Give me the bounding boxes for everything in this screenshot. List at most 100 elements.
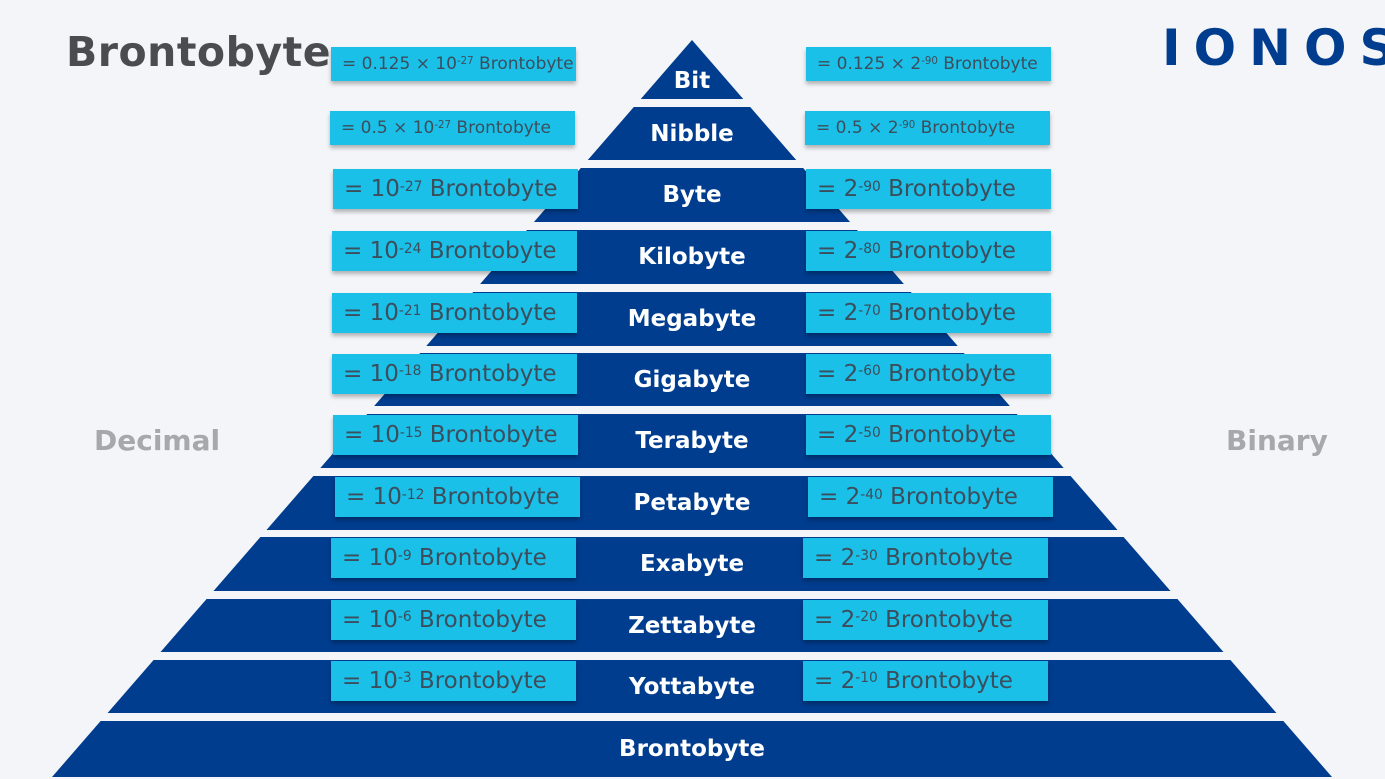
level-label-bit: Bit [673,67,711,94]
level-label-petabyte: Petabyte [633,490,751,516]
binary-box-bit: = 0.125 × 2-90 Brontobyte [806,46,1051,81]
formula-prefix: = 10 [342,667,398,694]
unit: Brontobyte [421,360,557,387]
formula-prefix: = 10 [342,545,398,571]
unit: Brontobyte [880,422,1016,448]
exponent: -40 [860,486,883,503]
exponent: -90 [858,178,881,195]
unit: Brontobyte [915,117,1016,138]
formula-prefix: = 2 [817,422,859,448]
exponent: -24 [398,240,422,257]
formula-prefix: = 2 [814,545,856,571]
formula-prefix: = 10 [343,238,399,264]
formula-prefix: = 2 [819,484,861,510]
exponent: -21 [398,302,422,319]
unit: Brontobyte [411,606,547,633]
level-label-gigabyte: Gigabyte [633,366,751,393]
unit: Brontobyte [411,667,547,694]
decimal-box-kilobyte: = 10-24 Brontobyte [332,231,577,271]
page-title: Brontobyte [66,28,332,76]
level-label-terabyte: Terabyte [635,428,749,454]
exponent: -18 [398,363,422,380]
decimal-box-bit: = 0.125 × 10-27 Brontobyte [331,46,576,81]
band-byte [533,168,851,222]
formula-prefix: = 2 [814,667,856,694]
formula-prefix: = 10 [346,484,402,510]
unit: Brontobyte [422,176,558,202]
exponent: -27 [434,120,452,132]
formula-prefix: = 0.5 × 10 [341,117,435,138]
exponent: -30 [855,547,878,564]
unit: Brontobyte [877,667,1013,694]
binary-box-yottabyte: = 2-10 Brontobyte [803,660,1048,701]
ionos-logo: IONOS [1162,19,1385,77]
unit: Brontobyte [880,176,1016,202]
exponent: -6 [397,609,412,626]
binary-label: Binary [1226,424,1328,457]
binary-box-megabyte: = 2-70 Brontobyte [806,293,1051,333]
unit: Brontobyte [882,484,1018,510]
exponent: -12 [401,486,425,503]
level-label-yottabyte: Yottabyte [629,673,755,700]
unit: Brontobyte [451,117,551,138]
formula-prefix: = 10 [343,300,399,326]
exponent: -3 [397,670,412,687]
unit: Brontobyte [422,422,558,448]
unit: Brontobyte [421,238,557,264]
binary-box-zettabyte: = 2-20 Brontobyte [803,599,1048,640]
level-label-megabyte: Megabyte [627,306,757,332]
decimal-box-zettabyte: = 10-6 Brontobyte [331,599,576,640]
binary-box-kilobyte: = 2-80 Brontobyte [806,231,1051,271]
level-label-zettabyte: Zettabyte [628,612,756,639]
exponent: -70 [858,302,881,319]
unit: Brontobyte [880,238,1016,264]
level-label-nibble: Nibble [650,120,734,147]
band-brontobyte [52,721,1332,777]
exponent: -50 [858,424,881,441]
level-label-exabyte: Exabyte [639,551,745,577]
decimal-box-byte: = 10-27 Brontobyte [333,169,578,209]
binary-box-petabyte: = 2-40 Brontobyte [808,477,1053,517]
exponent: -60 [858,363,881,380]
formula-prefix: = 2 [817,238,859,264]
exponent: -15 [399,424,423,441]
band-nibble [587,107,797,160]
formula-prefix: = 2 [817,176,859,202]
binary-box-nibble: = 0.5 × 2-90 Brontobyte [805,110,1050,145]
binary-box-terabyte: = 2-50 Brontobyte [806,415,1051,455]
exponent: -10 [855,670,878,687]
formula-prefix: = 2 [817,360,859,387]
decimal-label: Decimal [94,424,221,457]
formula-prefix: = 0.5 × 2 [816,117,899,138]
unit: Brontobyte [877,606,1013,633]
level-label-brontobyte: Brontobyte [619,736,765,762]
band-bit [640,40,744,99]
unit: Brontobyte [421,300,557,326]
decimal-box-nibble: = 0.5 × 10-27 Brontobyte [330,110,575,145]
decimal-box-gigabyte: = 10-18 Brontobyte [332,353,577,394]
level-label-byte: Byte [662,182,722,208]
exponent: -27 [457,56,474,68]
formula-prefix: = 10 [344,176,400,202]
formula-prefix: = 10 [344,422,400,448]
exponent: -80 [858,240,881,257]
binary-box-exabyte: = 2-30 Brontobyte [803,538,1048,578]
formula-prefix: = 2 [817,300,859,326]
exponent: -20 [855,609,878,626]
formula-prefix: = 10 [342,606,398,633]
unit: Brontobyte [473,53,574,74]
unit: Brontobyte [411,545,547,571]
formula-prefix: = 2 [814,606,856,633]
formula-prefix: = 0.125 × 2 [817,53,922,74]
formula-prefix: = 0.125 × 10 [342,53,457,74]
exponent: -90 [921,56,938,68]
decimal-box-exabyte: = 10-9 Brontobyte [331,538,576,578]
formula-prefix: = 10 [343,360,399,387]
exponent: -27 [399,178,423,195]
decimal-box-petabyte: = 10-12 Brontobyte [335,477,580,517]
decimal-box-yottabyte: = 10-3 Brontobyte [331,660,576,701]
unit: Brontobyte [880,300,1016,326]
binary-box-byte: = 2-90 Brontobyte [806,169,1051,209]
unit: Brontobyte [424,484,560,510]
exponent: -9 [397,547,412,564]
